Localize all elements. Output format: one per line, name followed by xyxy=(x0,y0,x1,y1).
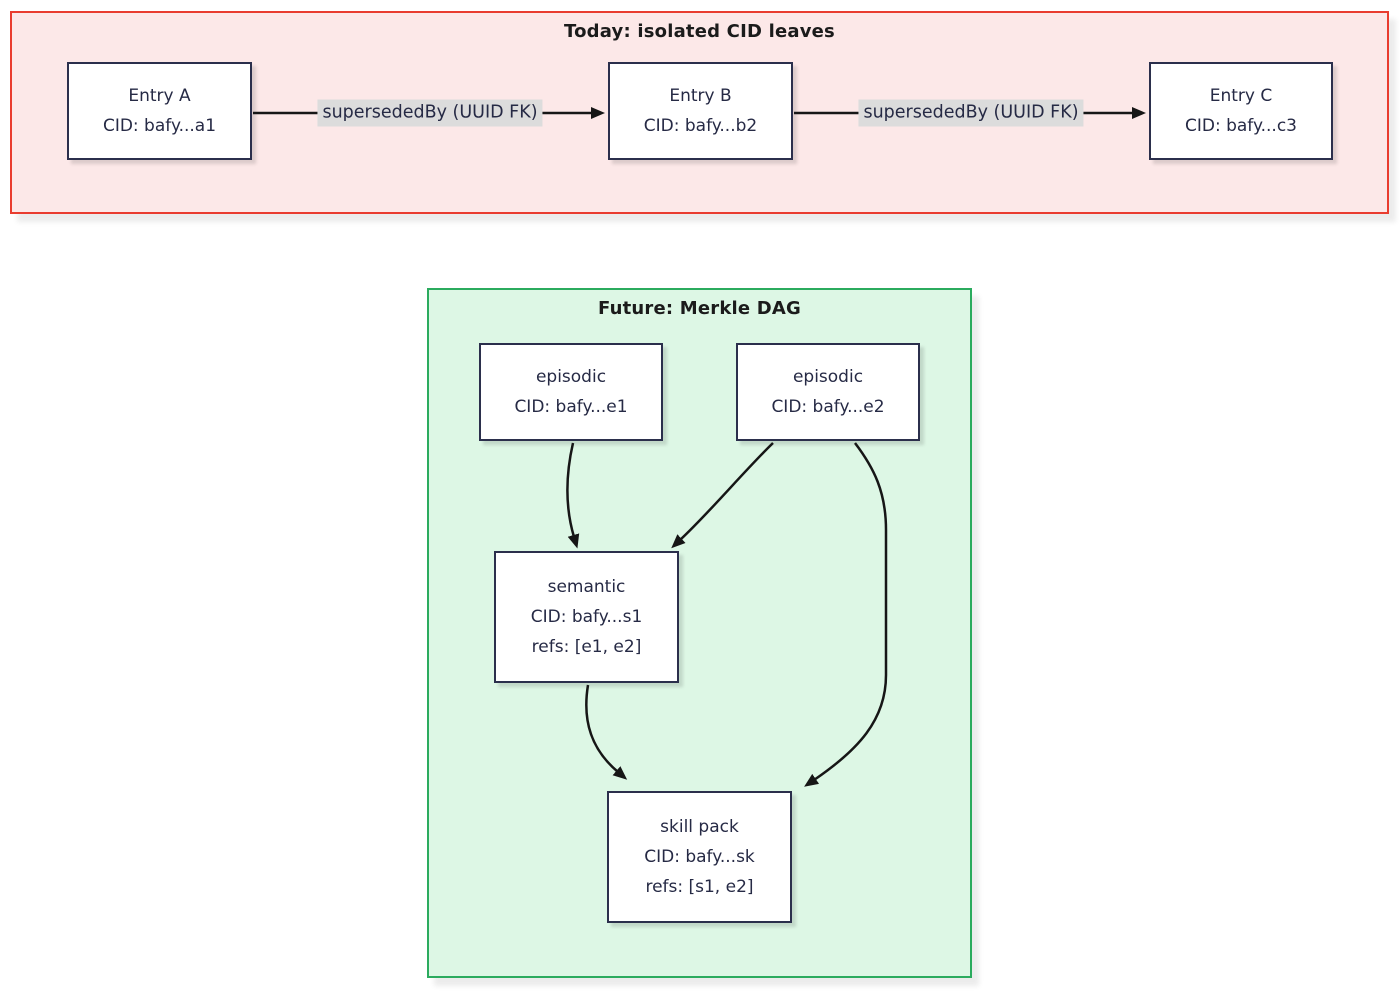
node-semantic-s1: semantic CID: bafy...s1 refs: [e1, e2] xyxy=(494,551,679,683)
node-skill-pack-title: skill pack xyxy=(660,817,739,837)
node-semantic-s1-title: semantic xyxy=(547,577,626,597)
node-entry-a-title: Entry A xyxy=(128,86,191,106)
edge-label-supersededby-1: supersededBy (UUID FK) xyxy=(317,99,543,127)
node-skill-pack-refs: refs: [s1, e2] xyxy=(645,877,754,897)
node-skill-pack: skill pack CID: bafy...sk refs: [s1, e2] xyxy=(607,791,792,923)
node-entry-c-title: Entry C xyxy=(1209,86,1273,106)
subgraph-today-title: Today: isolated CID leaves xyxy=(564,21,835,42)
node-episodic-e2: episodic CID: bafy...e2 xyxy=(736,343,920,441)
edge-label-supersededby-2: supersededBy (UUID FK) xyxy=(858,99,1084,127)
node-entry-c: Entry C CID: bafy...c3 xyxy=(1149,62,1333,160)
node-entry-b: Entry B CID: bafy...b2 xyxy=(608,62,793,160)
node-entry-b-cid: CID: bafy...b2 xyxy=(643,116,758,136)
node-skill-pack-cid: CID: bafy...sk xyxy=(644,847,755,867)
node-episodic-e1-cid: CID: bafy...e1 xyxy=(514,397,628,417)
node-episodic-e2-title: episodic xyxy=(792,367,864,387)
node-entry-a-cid: CID: bafy...a1 xyxy=(102,116,217,136)
subgraph-future-title: Future: Merkle DAG xyxy=(597,298,802,319)
node-entry-a: Entry A CID: bafy...a1 xyxy=(67,62,252,160)
node-semantic-s1-cid: CID: bafy...s1 xyxy=(530,607,643,627)
node-episodic-e2-cid: CID: bafy...e2 xyxy=(771,397,885,417)
node-episodic-e1: episodic CID: bafy...e1 xyxy=(479,343,663,441)
node-semantic-s1-refs: refs: [e1, e2] xyxy=(531,637,642,657)
node-episodic-e1-title: episodic xyxy=(535,367,607,387)
node-entry-b-title: Entry B xyxy=(669,86,732,106)
node-entry-c-cid: CID: bafy...c3 xyxy=(1184,116,1297,136)
